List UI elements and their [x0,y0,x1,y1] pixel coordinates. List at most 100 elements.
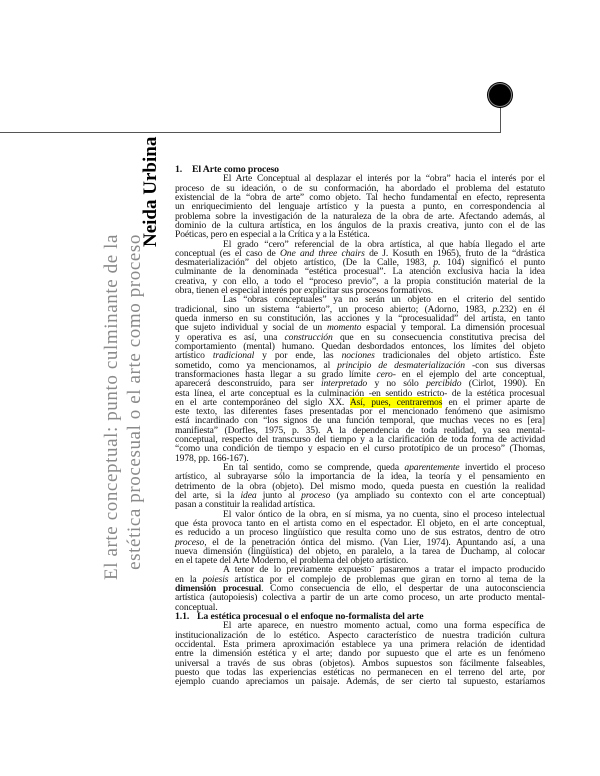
italic-text: percibido [426,378,462,390]
text-segment: y por ende, las [254,350,342,362]
text-line: En tal sentido, como se comprende, queda… [175,463,545,473]
text-line: transformaciones hasta llegar a su grado… [175,368,545,380]
text-line: dimensión procesual. Como consecuencia d… [175,584,545,594]
text-line: 1978, pp. 166-167). [175,452,545,464]
text-segment: en el tapete del Arte Moderno, el proble… [175,555,409,567]
text-segment: institucionalización de lo estético. Asp… [175,629,545,641]
section-number: 1. [175,164,183,175]
text-segment: 1978, pp. 166-167). [175,452,249,464]
text-segment: comportamiento (mental) humano. Quedan d… [175,340,545,352]
text-segment: artístico, al subrayarse sólo la importa… [175,471,545,483]
text-segment: que sujeto individual y social de un [175,322,327,334]
text-line: en el arte contemporáneo del siglo XX. A… [175,396,545,408]
text-line: tradicional, sino un sistema “abierto”, … [175,303,545,315]
section-heading-text: La estética procesual o el enfoque no-fo… [197,611,424,622]
section-heading: 1.1.La estética procesual o el enfoque n… [175,611,545,622]
text-segment: conceptual. [175,601,218,613]
text-segment: artística por el complejo de problemas q… [228,573,545,585]
text-line: problema sobre la investigación de la na… [175,211,545,221]
text-segment: artístico [175,350,213,362]
text-line: creativa, y con ello, a todo el “proceso… [175,276,545,286]
text-line: occidental. Esta primera aproximación es… [175,638,545,650]
text-line: obra, tienen el especial interés por exp… [175,285,545,297]
text-segment: obra, tienen el especial interés por exp… [175,285,434,297]
italic-text: tradicional [212,350,255,362]
text-segment: en el arte contemporáneo del siglo XX. [175,396,350,408]
text-line: conceptual, respecto del transcurso del … [175,434,545,446]
italic-text: nociones [341,350,375,362]
text-segment: que en su consecuencia constitutiva prec… [332,331,545,343]
italic-text: construcción [284,331,333,343]
text-line: proceso, el de la penetración óntica del… [175,536,545,548]
text-line: esta línea, el arte conceptual es la cul… [175,387,545,399]
header-circle-ornament [488,83,512,107]
text-line: detrimento de la obra (objeto). Del mism… [175,481,545,491]
text-segment: artística (autopoiesis) colectiva a part… [175,592,545,604]
text-segment: de J. Kosuth en 1965), fruto de la “drás… [364,247,546,259]
text-line: pasan a constituir la realidad artística… [175,499,545,511]
text-line: proceso de su ideación, o de su conforma… [175,183,545,193]
section-heading: 1.El Arte como proceso [175,164,545,175]
text-segment: queda inmerso en su constitución, las ac… [175,313,545,324]
paragraph: El Arte Conceptual al desplazar el inter… [175,174,545,239]
text-segment: conceptual, respecto del transcurso del … [175,434,545,446]
text-line: El Arte Conceptual al desplazar el inter… [175,173,545,185]
text-line: este texto, las diferentes fases present… [175,406,545,418]
text-line: conceptual (es el caso de One and three … [175,247,546,259]
header-rule [0,132,501,133]
text-line: puesto que todas las experiencias estéti… [175,668,545,678]
text-segment: espacial y temporal. La dimensión proces… [361,322,545,334]
text-segment: El Arte Conceptual al desplazar el inter… [223,173,545,185]
text-line: A tenor de lo previamente expuesto¨ pasa… [175,564,545,576]
text-segment: culminante de la denominada “estética pr… [175,266,545,278]
italic-text: principio de desmaterialización [337,359,465,371]
text-segment: tradicionales del objeto artístico. Este [374,350,545,362]
text-segment: El valor óntico de la obra, en sí misma,… [223,508,545,520]
text-segment: 104) significó el punto [440,257,545,269]
text-segment: ejemplo cuando apreciamos un paisaje. Ad… [175,676,545,688]
text-segment: - en el ejemplo del arte conceptual, [392,368,545,380]
italic-text: momento [326,322,362,334]
text-line: universal a través de sus obras (objetos… [175,658,545,668]
text-segment: (ya ampliado su contexto con el arte con… [330,489,546,501]
paragraph: En tal sentido, como se comprende, queda… [175,463,545,510]
text-line: “como una condición de tiempo y espacio … [175,444,545,454]
text-segment: esta línea, el arte conceptual es la cul… [175,387,545,399]
text-line: un enriquecimiento del lenguaje artístic… [175,201,545,213]
text-segment: entre la dimensión estética y el arte; d… [175,648,545,660]
text-line: nueva dimensión (lingüística) del objeto… [175,545,545,557]
text-segment: A tenor de lo previamente expuesto¨ pasa… [223,564,545,576]
paragraph: A tenor de lo previamente expuesto¨ pasa… [175,565,545,612]
text-line: es reducido a un proceso lingüístico que… [175,528,545,538]
text-segment: este texto, las diferentes fases present… [175,406,545,418]
text-segment: conceptual (es el caso de [175,247,280,259]
text-segment: y no sólo [367,378,427,390]
text-segment: y operativa es así, una [175,331,285,343]
text-segment: junto al [256,489,302,501]
text-segment: manifiesta” (Dorfles, 1975, p. 35). A la… [175,424,545,436]
paragraph: El grado “cero” referencial de la obra a… [175,239,546,297]
text-segment: , el de la penetración óntica del mismo.… [204,536,545,548]
text-segment: sometido, como ya mencionamos, al [175,359,338,371]
text-line: aparecerá desconstruído, para ser interp… [175,378,545,390]
text-segment: nueva dimensión (lingüística) del objeto… [175,545,545,557]
paragraph: El valor óntico de la obra, en sí misma,… [175,508,545,567]
text-line: El arte aparece, en nuestro momento actu… [175,620,545,632]
text-segment: Poéticas, pero en especial a la Crítica … [175,229,370,241]
italic-text: p. [492,303,500,315]
text-line: existencial de la “obra de arte” como ob… [175,191,545,203]
text-segment: pasan a constituir la realidad artística… [175,499,315,511]
text-segment: 232) en él [499,303,545,315]
italic-text: idea [240,489,257,501]
text-line: entre la dimensión estética y el arte; d… [175,648,545,660]
text-segment: desmaterialización” del objeto artístico… [175,257,434,269]
text-segment: que ésta provoca tanto en el artista com… [175,517,545,529]
text-segment: un enriquecimiento del lenguaje artístic… [175,201,545,213]
text-segment: existencial de la “obra de arte” como ob… [175,191,545,203]
text-segment: del arte, si la [175,489,241,501]
text-segment: occidental. Esta primera aproximación es… [175,638,545,650]
text-segment: El arte aparece, en nuestro momento actu… [223,620,545,632]
article-title-line-2: estética procesual o el arte como proces… [124,234,145,570]
italic-text: proceso [175,536,205,548]
italic-text: interpretado [320,378,368,390]
